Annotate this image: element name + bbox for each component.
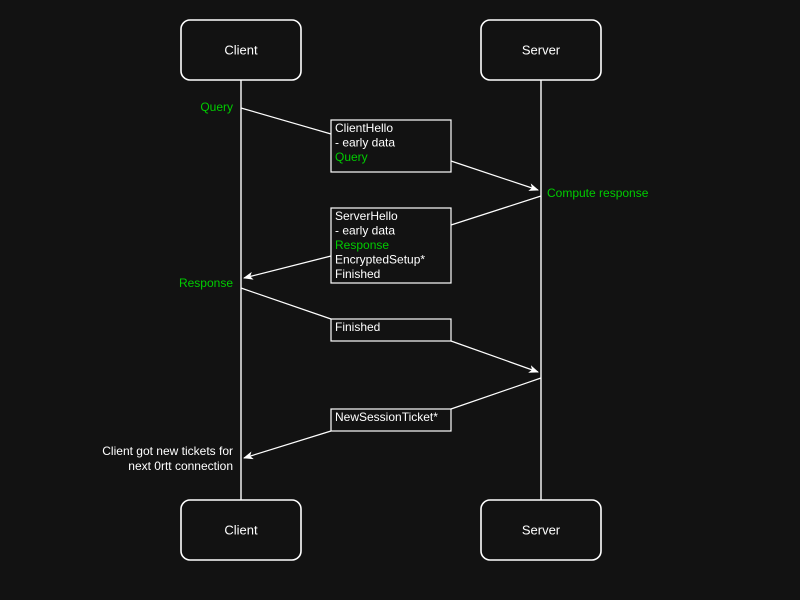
message-arrows-group — [240, 107, 542, 460]
actor-box-server-top[interactable]: Server — [480, 19, 602, 81]
message-boxes-group: ClientHello- early dataQueryServerHello-… — [330, 119, 452, 432]
query-label: Query — [200, 100, 233, 114]
actor-box-shape — [180, 499, 302, 561]
message-box-line: NewSessionTicket* — [335, 410, 438, 424]
arrow-client-to-clienthello — [240, 107, 332, 135]
arrow-server-to-serverhello — [450, 195, 542, 226]
actor-box-client-bottom[interactable]: Client — [180, 499, 302, 561]
message-box-line: Finished — [335, 320, 380, 334]
arrow-client-to-finished — [240, 287, 332, 320]
message-box-line: Response — [335, 238, 389, 252]
compute-response-label: Compute response — [547, 186, 649, 200]
message-box-shape — [330, 408, 452, 432]
message-box-line: Query — [335, 150, 368, 164]
message-box-shape — [330, 318, 452, 342]
message-box-serverhello[interactable]: ServerHello- early dataResponseEncrypted… — [330, 207, 452, 284]
arrow-finished-to-server — [450, 340, 539, 373]
actor-box-shape — [480, 19, 602, 81]
message-box-line: ServerHello — [335, 209, 398, 223]
message-box-newsessionticket[interactable]: NewSessionTicket* — [330, 408, 452, 432]
message-box-line: ClientHello — [335, 121, 393, 135]
actor-box-client-top[interactable]: Client — [180, 19, 302, 81]
arrow-newsessionticket-to-client — [243, 430, 332, 460]
message-box-line: EncryptedSetup* — [335, 252, 425, 266]
actor-label: Client — [224, 42, 258, 57]
arrow-clienthello-to-server — [450, 160, 539, 191]
message-box-line: - early data — [335, 223, 395, 237]
message-box-shape — [330, 119, 452, 173]
arrow-server-to-newsessionticket — [450, 377, 542, 410]
actor-label: Server — [522, 522, 561, 537]
lifelines-group — [240, 80, 542, 500]
response-label: Response — [179, 276, 233, 290]
tickets-note-line1: Client got new tickets for — [102, 444, 233, 458]
actor-box-shape — [480, 499, 602, 561]
actor-label: Server — [522, 42, 561, 57]
tickets-note-line2: next 0rtt connection — [128, 459, 233, 473]
arrow-serverhello-to-client — [243, 255, 332, 280]
message-box-finished[interactable]: Finished — [330, 318, 452, 342]
actor-box-shape — [180, 19, 302, 81]
actor-box-server-bottom[interactable]: Server — [480, 499, 602, 561]
message-box-line: Finished — [335, 267, 380, 281]
actor-label: Client — [224, 522, 258, 537]
message-box-line: - early data — [335, 135, 395, 149]
message-box-shape — [330, 207, 452, 284]
